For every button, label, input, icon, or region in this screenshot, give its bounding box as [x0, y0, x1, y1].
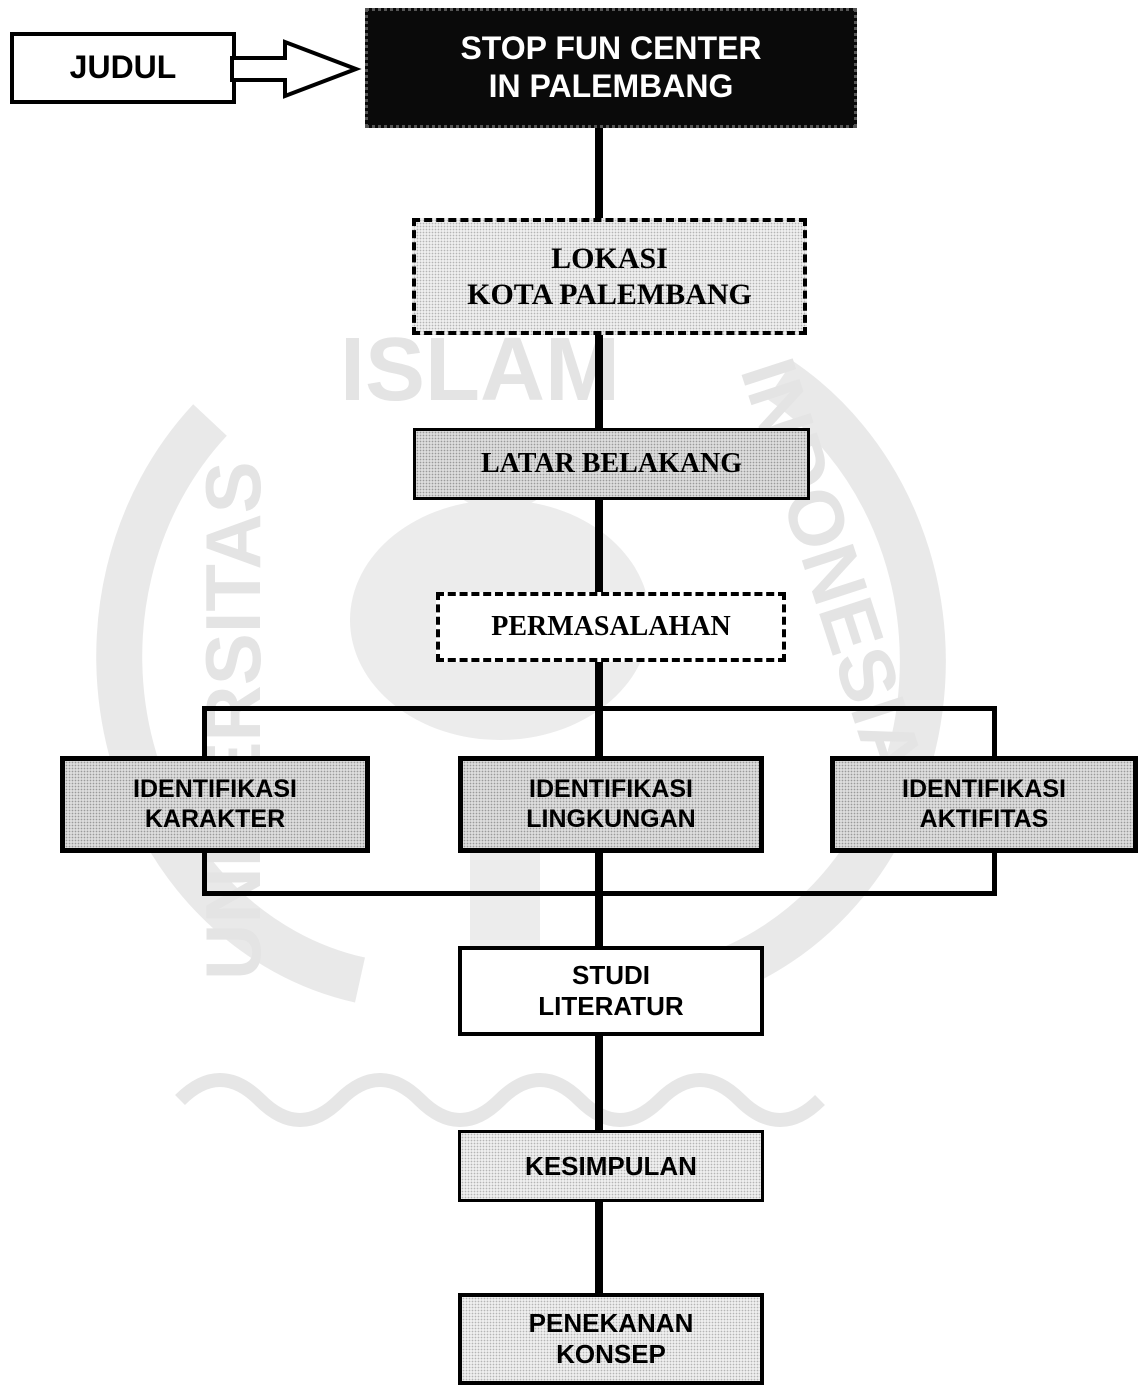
permasalahan-box: PERMASALAHAN: [436, 592, 786, 662]
studi-line-1: STUDI: [572, 960, 650, 991]
latar-belakang-box: LATAR BELAKANG: [413, 428, 810, 500]
connector-kesim-pene: [595, 1202, 603, 1293]
watermark-top-text: ISLAM: [340, 320, 620, 420]
identifikasi-aktifitas-line-2: AKTIFITAS: [919, 804, 1049, 833]
judul-label-box: JUDUL: [10, 32, 236, 104]
permasalahan-label: PERMASALAHAN: [491, 611, 731, 643]
penekanan-line-1: PENEKANAN: [528, 1308, 694, 1339]
identifikasi-lingkungan-box: IDENTIFIKASI LINGKUNGAN: [458, 756, 764, 853]
title-box: STOP FUN CENTER IN PALEMBANG: [365, 8, 857, 128]
identifikasi-aktifitas-line-1: IDENTIFIKASI: [902, 775, 1066, 803]
penekanan-line-2: KONSEP: [556, 1339, 666, 1369]
identifikasi-karakter-line-1: IDENTIFIKASI: [133, 775, 297, 803]
identifikasi-lingkungan-line-1: IDENTIFIKASI: [529, 775, 693, 803]
identifikasi-karakter-line-2: KARAKTER: [144, 804, 286, 833]
kesimpulan-label: KESIMPULAN: [525, 1150, 697, 1181]
kesimpulan-box: KESIMPULAN: [458, 1130, 764, 1202]
studi-literatur-box: STUDI LITERATUR: [458, 946, 764, 1036]
connector-latar-perm: [595, 500, 603, 592]
penekanan-konsep-box: PENEKANAN KONSEP: [458, 1293, 764, 1385]
lokasi-line-2: KOTA PALEMBANG: [467, 277, 752, 311]
identifikasi-lingkungan-line-2: LINGKUNGAN: [526, 804, 696, 833]
connector-ident-studi: [595, 853, 603, 946]
studi-line-2: LITERATUR: [538, 991, 684, 1021]
connector-studi-kesim: [595, 1036, 603, 1130]
identifikasi-karakter-box: IDENTIFIKASI KARAKTER: [60, 756, 370, 853]
title-line-1: STOP FUN CENTER: [460, 30, 762, 67]
title-line-2: IN PALEMBANG: [488, 68, 734, 104]
lokasi-line-1: LOKASI: [551, 242, 668, 276]
connector-title-lokasi: [595, 128, 603, 218]
connector-lokasi-latar: [595, 335, 603, 428]
lokasi-box: LOKASI KOTA PALEMBANG: [412, 218, 807, 335]
identifikasi-aktifitas-box: IDENTIFIKASI AKTIFITAS: [830, 756, 1138, 853]
judul-arrow-icon: [230, 39, 362, 99]
latar-belakang-label: LATAR BELAKANG: [480, 448, 743, 480]
judul-label: JUDUL: [69, 49, 177, 86]
